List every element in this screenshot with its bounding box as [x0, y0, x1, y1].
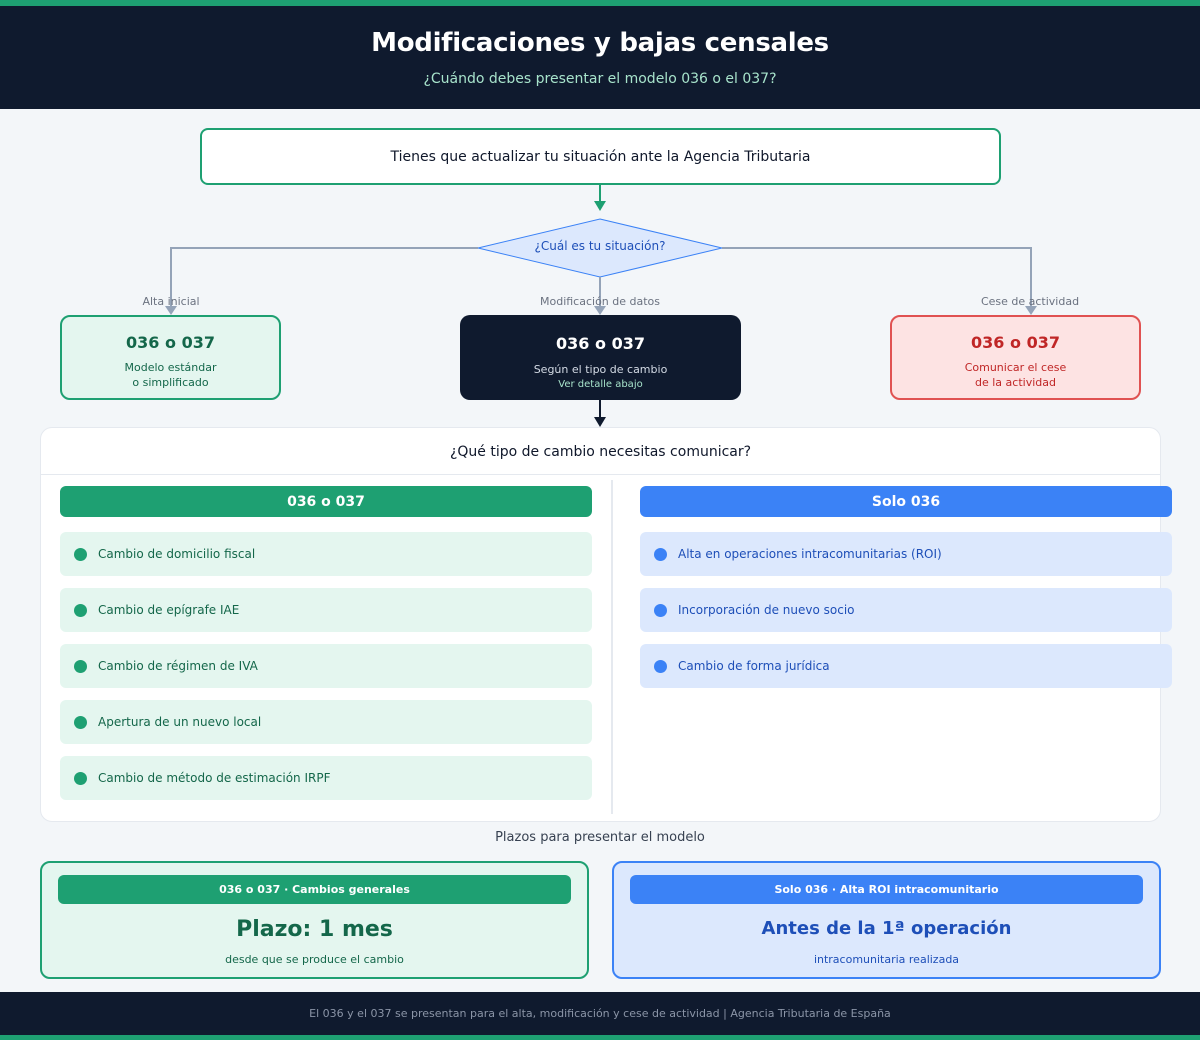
- card-cese-desc-line1: Comunicar el cese: [964, 361, 1067, 374]
- card-cese-desc-line2: de la actividad: [975, 376, 1056, 389]
- deadline-card-roi: Solo 036 · Alta ROI intracomunitario Ant…: [612, 861, 1161, 979]
- card-modificacion: 036 o 037 Según el tipo de cambio Ver de…: [460, 315, 741, 400]
- bullet-icon: [74, 715, 87, 729]
- card-alta-desc: Modelo estándar o simplificado: [62, 360, 279, 390]
- branch-label-alta: Alta inicial: [142, 295, 200, 308]
- list-item-label: Cambio de método de estimación IRPF: [98, 771, 331, 785]
- page-subtitle: ¿Cuándo debes presentar el modelo 036 o …: [423, 71, 777, 87]
- page-footer: El 036 y el 037 se presentan para el alt…: [0, 992, 1200, 1035]
- list-item-label: Incorporación de nuevo socio: [678, 603, 855, 617]
- bullet-icon: [74, 771, 87, 785]
- list-item: Cambio de régimen de IVA: [60, 644, 592, 688]
- page-title: Modificaciones y bajas censales: [371, 28, 829, 58]
- card-cese-desc: Comunicar el cese de la actividad: [892, 360, 1139, 390]
- change-type-title: ¿Qué tipo de cambio necesitas comunicar?: [449, 444, 752, 460]
- list-item: Cambio de método de estimación IRPF: [60, 756, 592, 800]
- deadline-general-main: Plazo: 1 mes: [236, 917, 393, 942]
- footer-text: El 036 y el 037 se presentan para el alt…: [309, 1007, 891, 1020]
- bullet-icon: [74, 547, 87, 561]
- deadline-card-general: 036 o 037 · Cambios generales Plazo: 1 m…: [40, 861, 589, 979]
- bullet-icon: [654, 547, 667, 561]
- card-modificacion-desc-line2: Ver detalle abajo: [558, 379, 643, 390]
- bullet-icon: [654, 603, 667, 617]
- list-item-label: Cambio de domicilio fiscal: [98, 547, 256, 561]
- panel-divider: [41, 474, 1160, 475]
- page-header: Modificaciones y bajas censales ¿Cuándo …: [0, 6, 1200, 109]
- card-alta-code: 036 o 037: [126, 333, 215, 352]
- list-item-label: Cambio de régimen de IVA: [98, 659, 258, 673]
- deadline-roi-note: intracomunitaria realizada: [813, 953, 960, 966]
- deadline-general-heading: 036 o 037 · Cambios generales: [58, 875, 571, 904]
- list-item: Incorporación de nuevo socio: [640, 588, 1172, 632]
- top-accent-bar: [0, 0, 1200, 6]
- bullet-icon: [74, 603, 87, 617]
- card-modificacion-desc: Según el tipo de cambio Ver detalle abaj…: [460, 362, 741, 392]
- bullet-icon: [74, 659, 87, 673]
- list-item-label: Cambio de epígrafe IAE: [98, 603, 240, 617]
- column-heading-036-037: 036 o 037: [60, 486, 592, 517]
- list-item: Apertura de un nuevo local: [60, 700, 592, 744]
- list-item: Cambio de epígrafe IAE: [60, 588, 592, 632]
- card-cese-code: 036 o 037: [971, 333, 1060, 352]
- card-alta-desc-line2: o simplificado: [132, 376, 209, 389]
- start-node-text: Tienes que actualizar tu situación ante …: [390, 148, 811, 165]
- flow-connectors: [165, 185, 1037, 427]
- list-item-label: Alta en operaciones intracomunitarias (R…: [678, 547, 942, 561]
- card-alta-desc-line1: Modelo estándar: [124, 361, 217, 374]
- branch-label-cese: Cese de actividad: [980, 295, 1080, 308]
- bullet-icon: [654, 659, 667, 673]
- start-node: Tienes que actualizar tu situación ante …: [200, 128, 1001, 185]
- card-modificacion-desc-line1: Según el tipo de cambio: [533, 363, 668, 376]
- list-item-label: Apertura de un nuevo local: [98, 715, 262, 729]
- list-item: Alta en operaciones intracomunitarias (R…: [640, 532, 1172, 576]
- deadline-roi-heading: Solo 036 · Alta ROI intracomunitario: [630, 875, 1143, 904]
- deadlines-title: Plazos para presentar el modelo: [495, 830, 705, 845]
- branch-left-connector: [170, 247, 478, 310]
- bottom-accent-bar: [0, 1035, 1200, 1040]
- branch-label-modificacion: Modificación de datos: [539, 295, 661, 308]
- column-divider: [611, 480, 613, 814]
- list-item: Cambio de forma jurídica: [640, 644, 1172, 688]
- change-type-panel: ¿Qué tipo de cambio necesitas comunicar?…: [40, 427, 1172, 822]
- deadline-general-note: desde que se produce el cambio: [225, 953, 404, 966]
- decision-label: ¿Cuál es tu situación?: [534, 239, 666, 253]
- card-modificacion-code: 036 o 037: [556, 334, 645, 353]
- deadline-roi-main: Antes de la 1ª operación: [761, 918, 1012, 939]
- card-alta-inicial: 036 o 037 Modelo estándar o simplificado: [60, 315, 281, 400]
- branch-right-connector: [722, 247, 1032, 310]
- card-cese: 036 o 037 Comunicar el cese de la activi…: [890, 315, 1141, 400]
- list-item: Cambio de domicilio fiscal: [60, 532, 592, 576]
- column-heading-solo-036: Solo 036: [640, 486, 1172, 517]
- list-item-label: Cambio de forma jurídica: [678, 659, 830, 673]
